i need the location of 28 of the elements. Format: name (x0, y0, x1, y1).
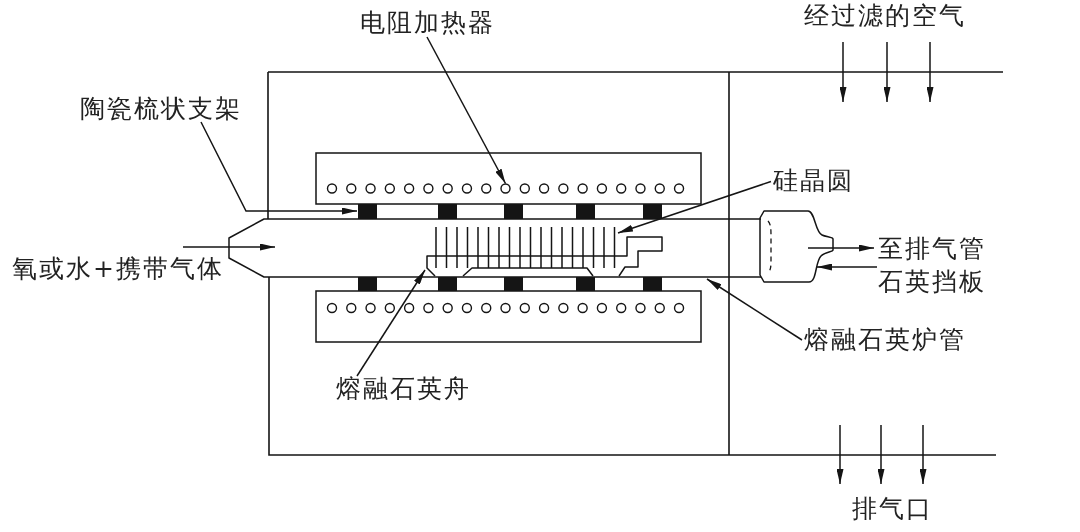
support-block (438, 277, 457, 291)
flow-label: 氧或水+携带气体 (12, 255, 224, 281)
support-block (358, 277, 377, 291)
quartz-boat (426, 236, 663, 277)
support-block (504, 277, 523, 291)
part-label: 熔融石英炉管 (804, 326, 966, 352)
arrow (706, 278, 803, 341)
arrow (200, 121, 358, 215)
part-label: 硅晶圆 (773, 167, 854, 193)
arrow (807, 244, 875, 252)
support-block (643, 277, 662, 291)
coil-circle (500, 183, 511, 194)
part-label: 至排气管 (878, 235, 986, 261)
arrow (356, 269, 426, 377)
part-label: 石英挡板 (878, 268, 986, 294)
part-label: 电阻加热器 (360, 9, 495, 35)
quartz-tube (228, 218, 762, 278)
arrow (617, 180, 772, 234)
flow-label: 经过滤的空气 (804, 2, 966, 28)
heater-block (315, 152, 702, 205)
support-block (576, 277, 595, 291)
end-cap (759, 210, 834, 283)
part-label: 陶瓷梳状支架 (80, 95, 242, 121)
arrow (816, 263, 878, 271)
flow-label: 排气口 (852, 495, 933, 521)
arrow (426, 36, 507, 185)
part-label: 熔融石英舟 (336, 375, 471, 401)
wafer-stack (435, 226, 616, 269)
